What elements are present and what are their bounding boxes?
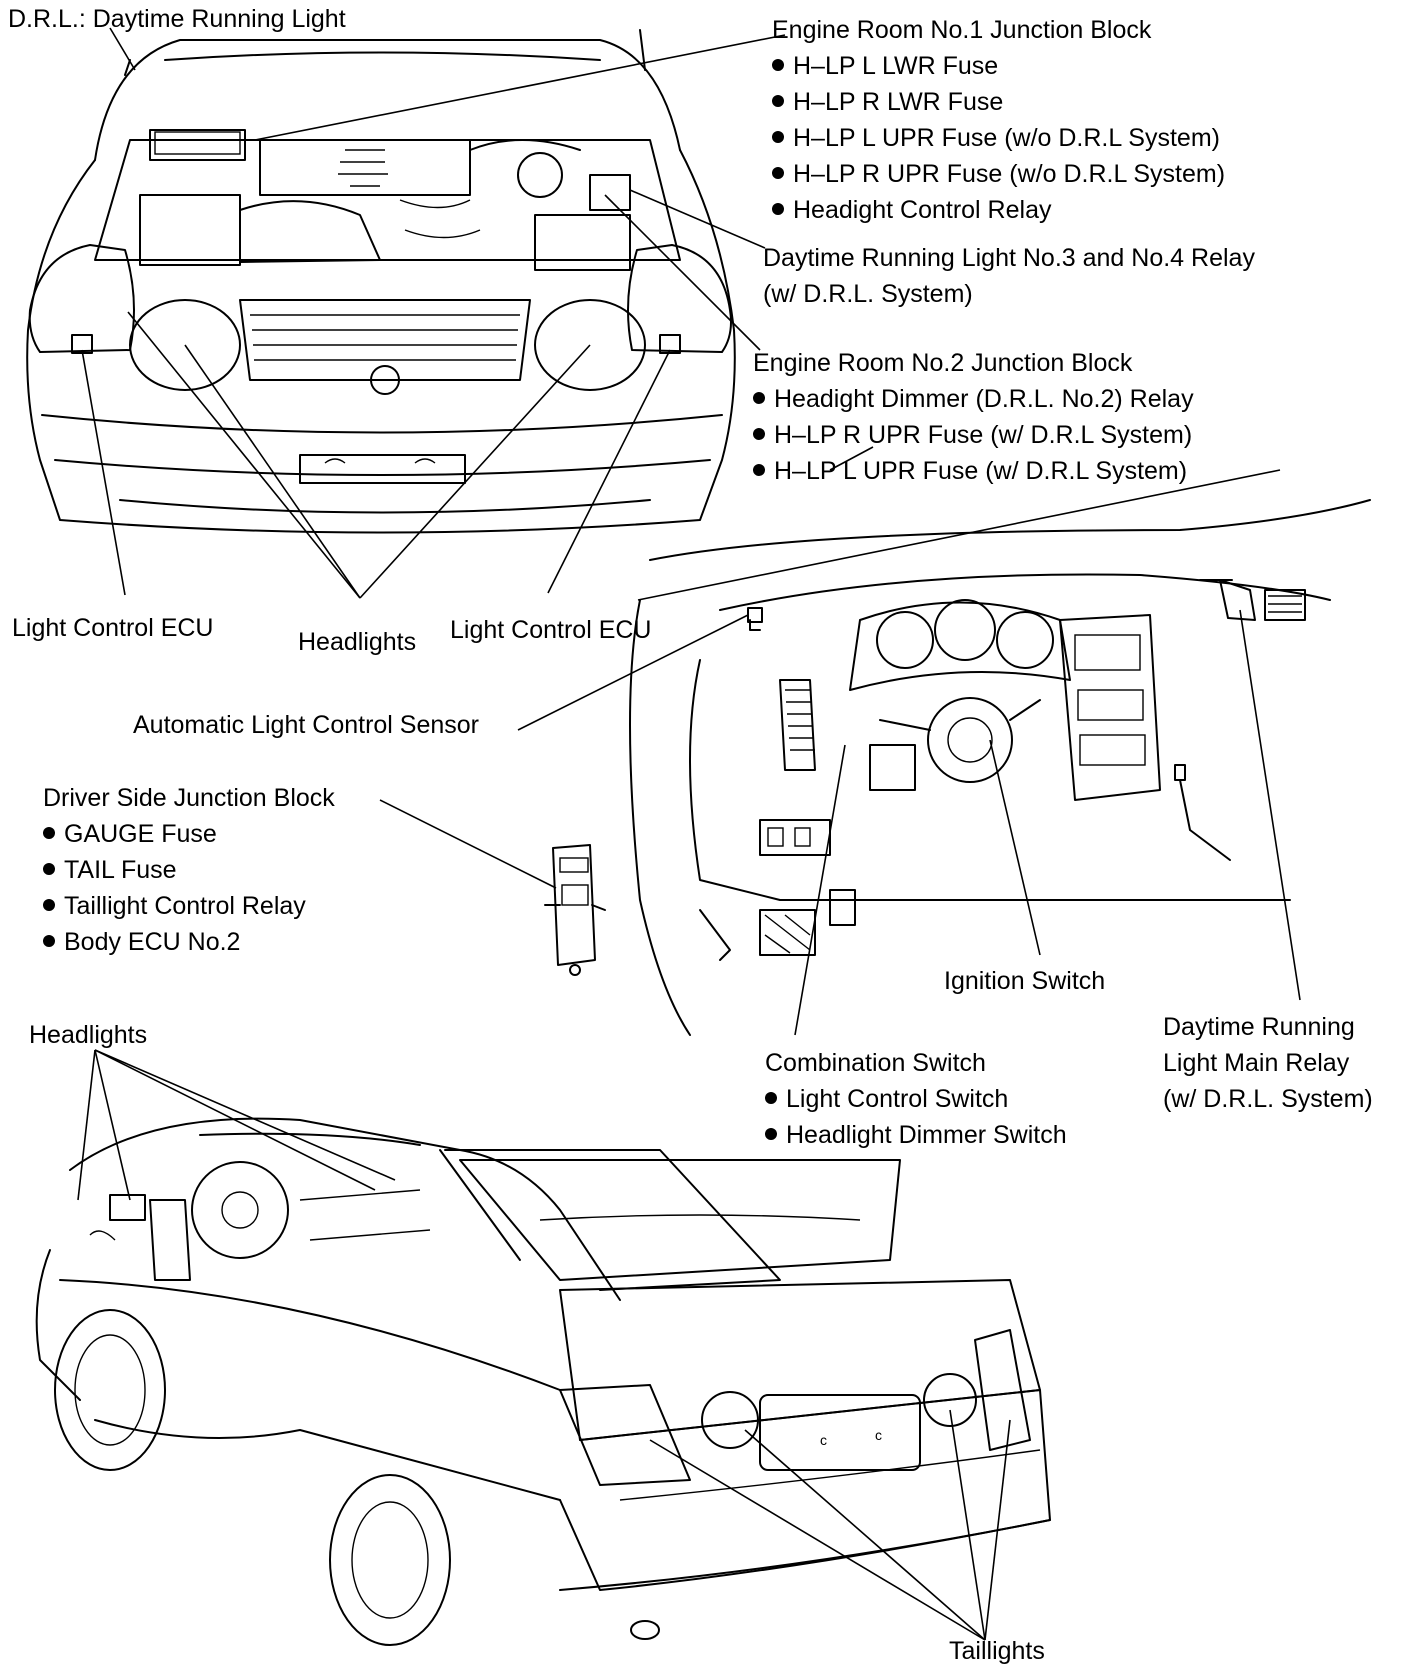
bullet-icon bbox=[43, 863, 55, 876]
headlights-bottom-label: Headlights bbox=[29, 1017, 147, 1053]
driver-junction-block-item: Body ECU No.2 bbox=[43, 924, 335, 960]
drl-main-relay-label: Daytime Running Light Main Relay (w/ D.R… bbox=[1163, 1009, 1373, 1117]
engine-room-1-item: H–LP L UPR Fuse (w/o D.R.L System) bbox=[772, 120, 1225, 156]
plate-mark-2: c bbox=[875, 1427, 882, 1443]
bullet-icon bbox=[43, 935, 55, 948]
bullet-icon bbox=[753, 392, 765, 405]
driver-junction-block-label: Driver Side Junction Block GAUGE Fuse TA… bbox=[43, 780, 335, 960]
ignition-switch-label: Ignition Switch bbox=[944, 963, 1105, 999]
bullet-icon bbox=[753, 428, 765, 441]
drl-relay-34-label: Daytime Running Light No.3 and No.4 Rela… bbox=[763, 240, 1255, 312]
ignition-switch-text: Ignition Switch bbox=[944, 967, 1106, 995]
headlights-top-label: Headlights bbox=[298, 624, 416, 660]
drl-main-relay-line-2: Light Main Relay bbox=[1163, 1049, 1350, 1077]
driver-junction-block-item: GAUGE Fuse bbox=[43, 816, 335, 852]
bullet-icon bbox=[772, 167, 784, 180]
auto-light-sensor-text: Automatic Light Control Sensor bbox=[133, 711, 480, 739]
rear-car-illustration: c c bbox=[35, 1117, 1051, 1646]
headlights-top-text: Headlights bbox=[298, 628, 417, 656]
engine-room-2-item: Headight Dimmer (D.R.L. No.2) Relay bbox=[753, 381, 1194, 417]
light-control-ecu-right-label: Light Control ECU bbox=[450, 612, 651, 648]
light-control-ecu-right-text: Light Control ECU bbox=[450, 616, 652, 644]
engine-room-1-title: Engine Room No.1 Junction Block bbox=[772, 16, 1152, 44]
bullet-icon bbox=[753, 464, 765, 477]
dashboard-illustration bbox=[629, 499, 1371, 1036]
drl-abbreviation-label: D.R.L.: Daytime Running Light bbox=[8, 1, 346, 37]
engine-room-1-item: Headight Control Relay bbox=[772, 192, 1225, 228]
light-control-ecu-left-text: Light Control ECU bbox=[12, 614, 214, 642]
driver-junction-block-item: TAIL Fuse bbox=[43, 852, 335, 888]
drl-relay-34-line-1: Daytime Running Light No.3 and No.4 Rela… bbox=[763, 244, 1255, 272]
driver-junction-block-title: Driver Side Junction Block bbox=[43, 784, 335, 812]
bullet-icon bbox=[43, 899, 55, 912]
engine-room-2-label: Engine Room No.2 Junction Block Headight… bbox=[753, 345, 1194, 489]
engine-room-2-item: H–LP R UPR Fuse (w/ D.R.L System) bbox=[753, 417, 1194, 453]
drl-abbreviation-text: D.R.L.: Daytime Running Light bbox=[8, 5, 346, 33]
combination-switch-item: Light Control Switch bbox=[765, 1081, 1067, 1117]
engine-room-2-title: Engine Room No.2 Junction Block bbox=[753, 349, 1133, 377]
drl-main-relay-line-1: Daytime Running bbox=[1163, 1013, 1355, 1041]
headlights-bottom-text: Headlights bbox=[29, 1021, 148, 1049]
drl-relay-34-line-2: (w/ D.R.L. System) bbox=[763, 280, 973, 308]
combination-switch-item: Headlight Dimmer Switch bbox=[765, 1117, 1067, 1153]
bullet-icon bbox=[772, 131, 784, 144]
combination-switch-label: Combination Switch Light Control Switch … bbox=[765, 1045, 1067, 1153]
taillights-label: Taillights bbox=[949, 1633, 1045, 1669]
driver-junction-block-illustration bbox=[544, 844, 606, 976]
engine-room-1-label: Engine Room No.1 Junction Block H–LP L L… bbox=[772, 12, 1225, 228]
light-control-ecu-left-label: Light Control ECU bbox=[12, 610, 213, 646]
driver-junction-block-item: Taillight Control Relay bbox=[43, 888, 335, 924]
drl-main-relay-line-3: (w/ D.R.L. System) bbox=[1163, 1085, 1373, 1113]
engine-room-2-item: H–LP L UPR Fuse (w/ D.R.L System) bbox=[753, 453, 1194, 489]
front-engine-bay-illustration bbox=[26, 29, 736, 534]
engine-room-1-item: H–LP R LWR Fuse bbox=[772, 84, 1225, 120]
bullet-icon bbox=[765, 1128, 777, 1141]
auto-light-sensor-label: Automatic Light Control Sensor bbox=[133, 707, 479, 743]
bullet-icon bbox=[772, 95, 784, 108]
taillights-text: Taillights bbox=[949, 1637, 1045, 1665]
bullet-icon bbox=[772, 203, 784, 216]
bullet-icon bbox=[765, 1092, 777, 1105]
combination-switch-title: Combination Switch bbox=[765, 1049, 986, 1077]
engine-room-1-item: H–LP L LWR Fuse bbox=[772, 48, 1225, 84]
bullet-icon bbox=[772, 59, 784, 72]
engine-room-1-item: H–LP R UPR Fuse (w/o D.R.L System) bbox=[772, 156, 1225, 192]
leader-lines bbox=[77, 27, 1301, 1641]
bullet-icon bbox=[43, 827, 55, 840]
plate-mark-1: c bbox=[820, 1432, 827, 1448]
